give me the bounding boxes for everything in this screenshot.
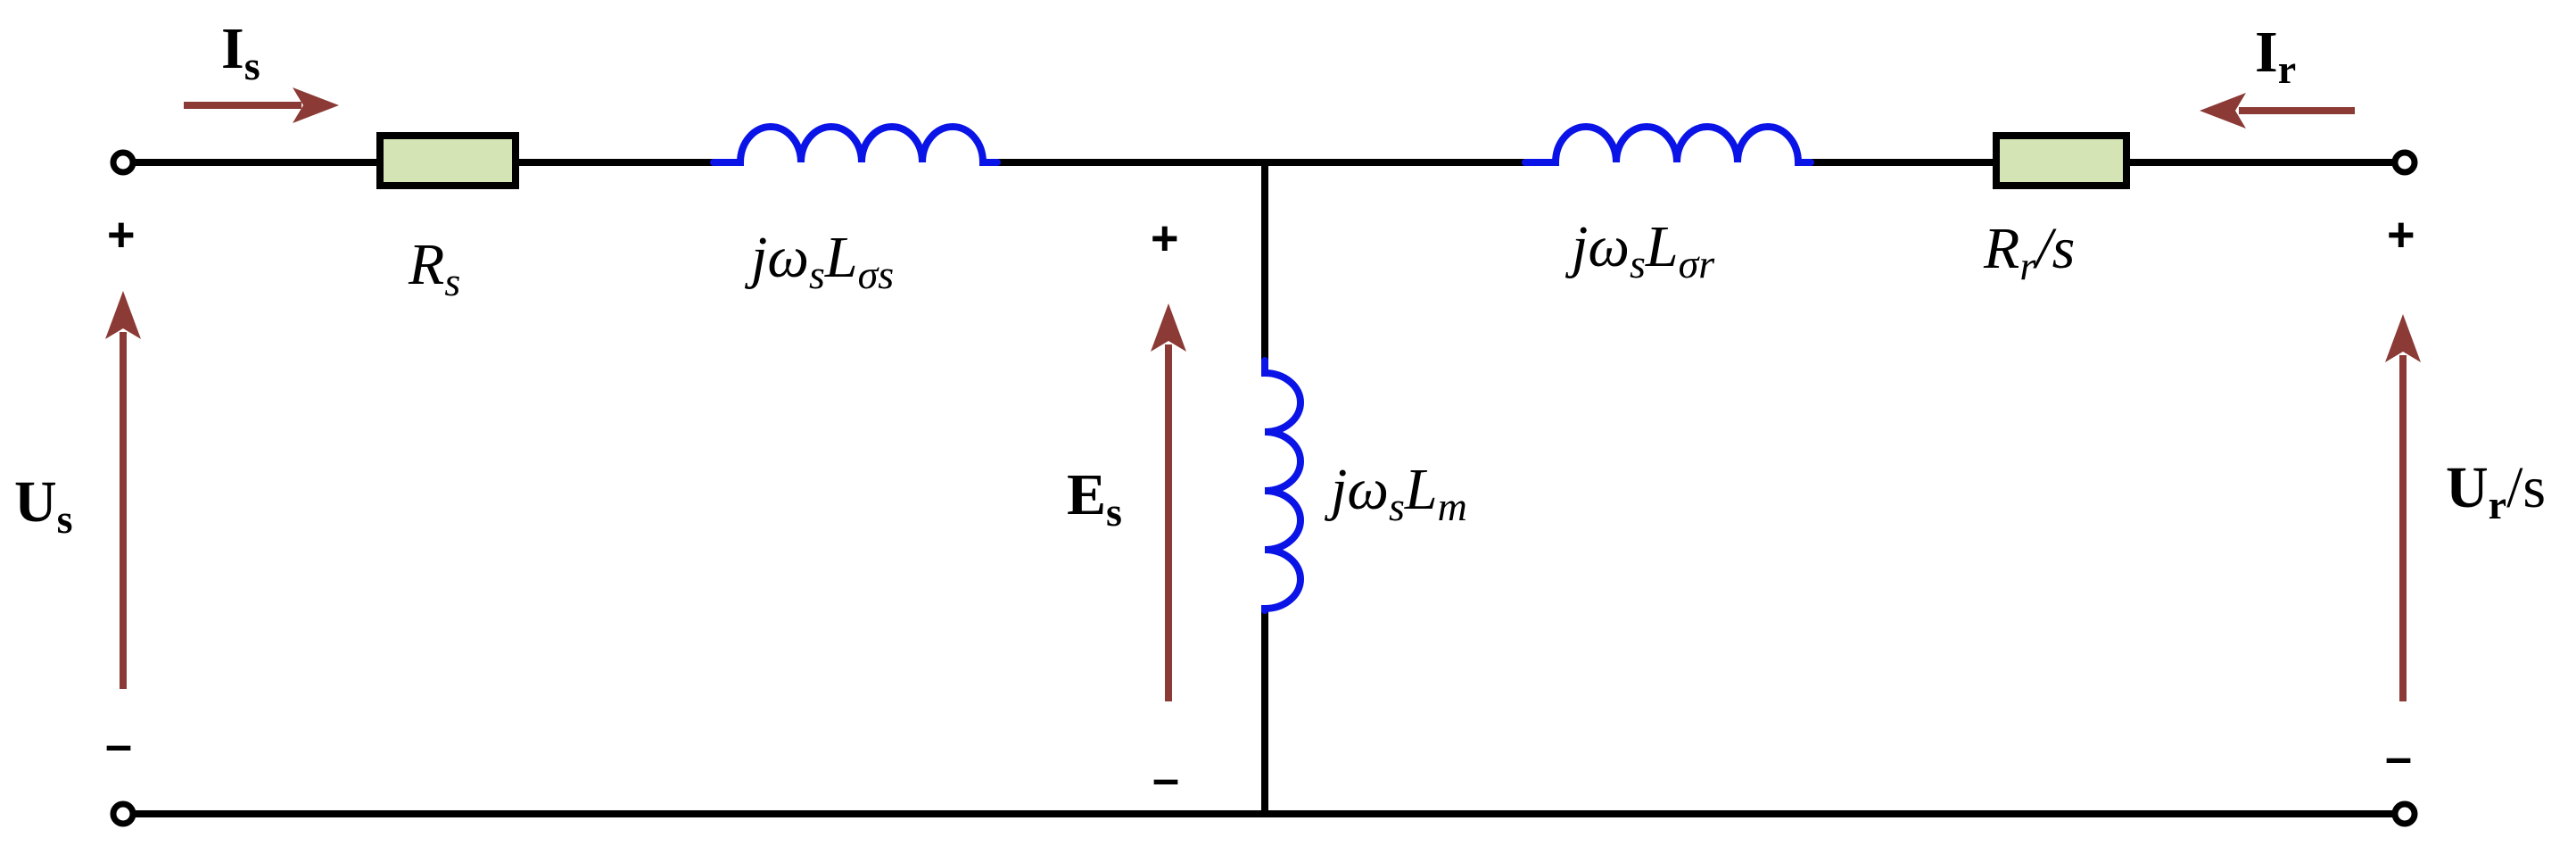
rotor-resistance-subscript: r — [2019, 242, 2036, 288]
rotor-resistor — [1993, 132, 2130, 189]
rotor-current-arrowhead — [2200, 93, 2246, 129]
rotor-leakage-inductor — [1522, 123, 1814, 166]
air-gap-emf-subscript: s — [1106, 488, 1122, 535]
stator-current-arrowhead — [293, 87, 339, 123]
rotor-resistance-slip-divisor: /s — [2035, 216, 2076, 281]
stator-voltage-symbol: U — [14, 469, 57, 535]
air-gap-emf-symbol: E — [1067, 462, 1107, 527]
rotor-voltage-symbol: U — [2446, 455, 2489, 520]
stator-resistance-subscript: s — [444, 258, 461, 304]
magnetizing-reactance-label: jωsLm — [1331, 460, 1467, 527]
rotor-resistance-symbol: R — [1984, 216, 2020, 281]
terminal-stator-bottom — [110, 800, 136, 827]
stator-leakage-inductor — [710, 123, 1001, 166]
rotor-voltage-label: Ur/s — [2446, 459, 2546, 526]
air-gap-emf-arrowhead — [1151, 303, 1186, 352]
inductance-subscript: σr — [1678, 240, 1715, 286]
emf-minus-sign: – — [1152, 752, 1180, 806]
rotor-minus-sign: – — [2385, 731, 2413, 784]
imaginary-unit: j — [1572, 214, 1589, 279]
rotor-leakage-reactance-label: jωsLσr — [1572, 218, 1714, 285]
stator-minus-sign: – — [105, 718, 133, 772]
inductance-subscript: σs — [857, 251, 895, 297]
rotor-current-label: Ir — [2255, 23, 2296, 90]
inductance-symbol: L — [1404, 457, 1438, 522]
inductance-subscript: m — [1437, 483, 1467, 529]
omega-symbol: ω — [767, 225, 809, 290]
imaginary-unit: j — [1331, 457, 1348, 522]
imaginary-unit: j — [751, 225, 768, 290]
stator-resistance-symbol: R — [409, 232, 445, 297]
omega-subscript: s — [808, 251, 825, 297]
stator-resistance-label: Rs — [409, 236, 460, 303]
emf-plus-sign: + — [1151, 212, 1179, 265]
terminal-rotor-bottom — [2391, 800, 2418, 827]
stator-voltage-label: Us — [14, 473, 73, 540]
omega-subscript: s — [1388, 483, 1405, 529]
rotor-current-symbol: I — [2255, 20, 2278, 85]
air-gap-emf-label: Es — [1067, 466, 1122, 533]
rotor-resistance-label: Rr/s — [1984, 220, 2075, 286]
stator-current-symbol: I — [221, 16, 244, 81]
stator-resistor — [376, 132, 519, 189]
rotor-current-subscript: r — [2277, 46, 2297, 92]
stator-leakage-reactance-label: jωsLσs — [751, 228, 894, 295]
omega-symbol: ω — [1347, 457, 1389, 522]
magnetizing-inductor — [1261, 357, 1304, 614]
stator-current-subscript: s — [244, 42, 260, 88]
rotor-voltage-slip-divisor: /s — [2506, 455, 2547, 520]
rotor-voltage-subscript: r — [2488, 481, 2507, 527]
stator-voltage-arrowhead — [105, 291, 141, 339]
terminal-stator-top — [110, 149, 136, 176]
stator-current-label: Is — [221, 20, 260, 87]
rotor-voltage-arrowhead — [2385, 314, 2421, 362]
inductance-symbol: L — [824, 225, 858, 290]
stator-voltage-subscript: s — [56, 495, 73, 542]
omega-subscript: s — [1629, 240, 1646, 286]
omega-symbol: ω — [1588, 214, 1630, 279]
rotor-plus-sign: + — [2387, 208, 2415, 261]
stator-plus-sign: + — [107, 208, 136, 261]
terminal-rotor-top — [2391, 149, 2418, 176]
inductance-symbol: L — [1645, 214, 1679, 279]
